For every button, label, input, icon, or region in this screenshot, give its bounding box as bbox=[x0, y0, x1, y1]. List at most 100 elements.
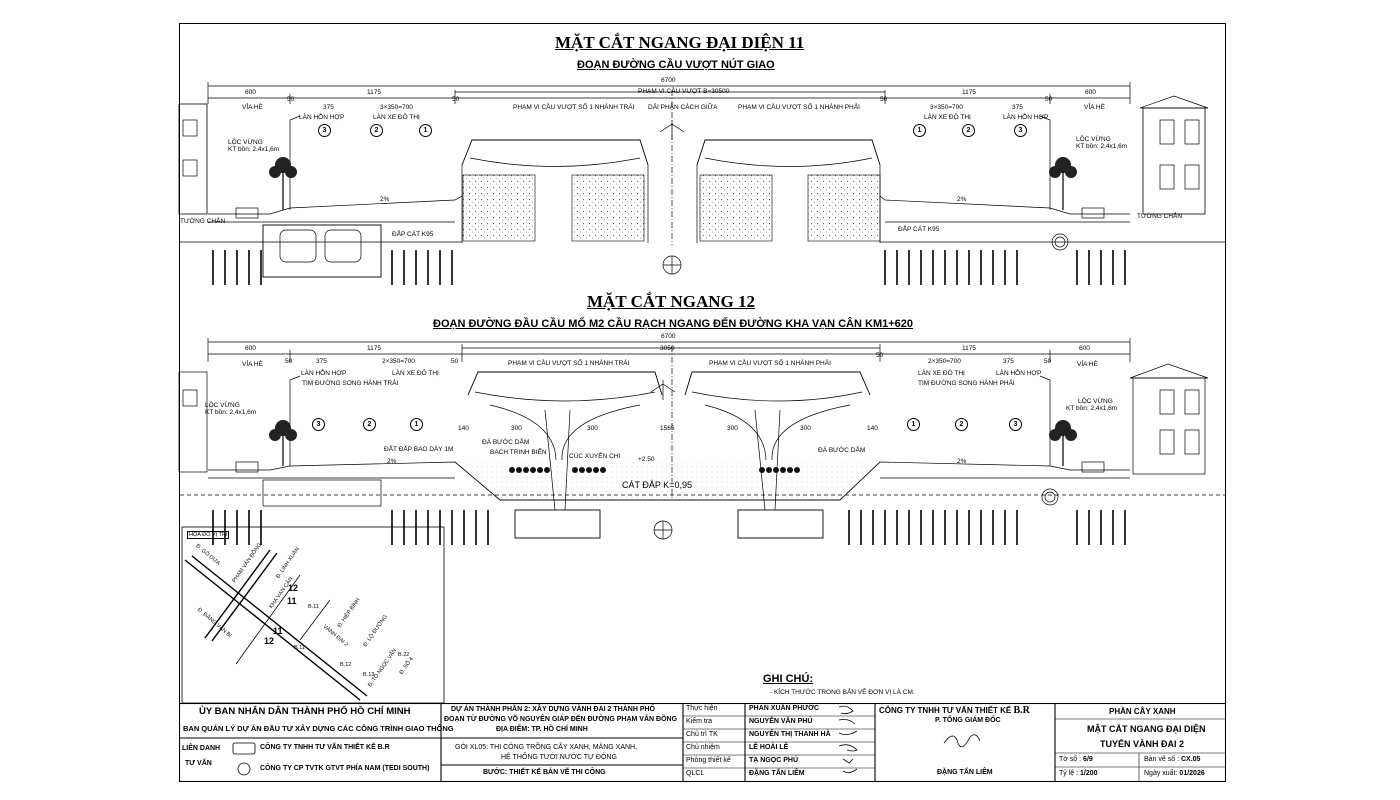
lane-label: LÀN HỖN HỢP bbox=[996, 370, 1042, 377]
slope-label: 2% bbox=[380, 196, 390, 203]
plant-label: CÚC XUYẾN CHI bbox=[569, 453, 621, 460]
level-label: +2.50 bbox=[638, 456, 655, 463]
drawing-part: PHẦN CÂY XANH bbox=[1109, 707, 1176, 716]
dim-label: 1175 bbox=[962, 89, 976, 96]
consultant-company: CÔNG TY CP TVTK GTVT PHÍA NAM (TEDI SOUT… bbox=[260, 765, 430, 772]
station-label: B.11 bbox=[308, 604, 319, 610]
bridge-label: PHẠM VI CẦU VƯỢT SỐ 1 NHÁNH TRÁI bbox=[513, 104, 635, 111]
retaining-wall-label: TƯỜNG CHẮN bbox=[180, 218, 226, 225]
director-name: ĐẶNG TẤN LIÊM bbox=[937, 769, 993, 776]
person-name: TẠ NGỌC PHÚ bbox=[749, 757, 798, 764]
section-marker: 11 bbox=[273, 626, 283, 636]
title-block: ỦY BAN NHÂN DÂN THÀNH PHỐ HỒ CHÍ MINH BA… bbox=[179, 703, 1226, 782]
client-department: BAN QUẢN LÝ DỰ ÁN ĐẦU TƯ XÂY DỰNG CÁC CÔ… bbox=[183, 724, 454, 733]
consultant-label: TƯ VẤN bbox=[185, 760, 212, 767]
bridge-label: PHẠM VI CẦU VƯỢT SỐ 1 NHÁNH PHẢI bbox=[709, 360, 831, 367]
lane-number: 2 bbox=[962, 124, 975, 137]
stepping-stone-label: ĐÁ BƯỚC DẪM bbox=[482, 439, 530, 446]
total-width-dim: 6700 bbox=[661, 333, 676, 340]
retaining-wall-label: TƯỜNG CHẮN bbox=[1137, 213, 1183, 220]
centerline-label: TIM ĐƯỜNG SONG HÀNH PHẢI bbox=[918, 380, 1015, 387]
lane-label: LÀN HỖN HỢP bbox=[1003, 114, 1049, 121]
role-label: Phòng thiết kế bbox=[686, 757, 731, 764]
dim-label: 1175 bbox=[962, 345, 976, 352]
dim-label: 50 bbox=[287, 96, 295, 103]
total-width-dim: 6700 bbox=[661, 77, 676, 84]
notes-title: GHI CHÚ: bbox=[763, 673, 814, 685]
bridge-width-dim: PHẠM VI CẦU VƯỢT B=30500 bbox=[638, 88, 730, 95]
package-line2: HỆ THỐNG TƯỚI NƯỚC TỰ ĐỘNG bbox=[501, 754, 617, 761]
tree-icon bbox=[269, 157, 1077, 178]
lane-number: 1 bbox=[913, 124, 926, 137]
person-name: PHAN XUÂN PHƯỚC bbox=[749, 705, 820, 712]
section-marker: 12 bbox=[264, 636, 275, 646]
director-title: P. TỔNG GIÁM ĐỐC bbox=[935, 717, 1001, 724]
median-label: DẢI PHÂN CÁCH GIỮA bbox=[648, 104, 718, 111]
role-label: QLCL bbox=[686, 770, 705, 777]
location-map-geometry bbox=[181, 526, 445, 704]
dim-label: 600 bbox=[1079, 345, 1090, 352]
via-he-label: VỈA HÈ bbox=[242, 104, 263, 111]
dim-label: 600 bbox=[1085, 89, 1096, 96]
lane-number: 2 bbox=[955, 418, 968, 431]
via-he-label: VỈA HÈ bbox=[1084, 104, 1105, 111]
drawing-title: MẶT CẮT NGANG ĐẠI DIỆN bbox=[1087, 724, 1206, 734]
dim-label: 3×350=700 bbox=[380, 104, 413, 111]
dim-label: 375 bbox=[1003, 358, 1014, 365]
dim-label: 300 bbox=[727, 425, 738, 432]
station-label: B.11 bbox=[294, 645, 305, 651]
section-marker: 11 bbox=[287, 596, 297, 606]
section-12-subtitle: ĐOẠN ĐƯỜNG ĐẦU CẦU MỐ M2 CẦU RẠCH NGANG … bbox=[433, 318, 913, 330]
station-label: B.12 bbox=[340, 662, 352, 668]
person-name: NGUYỄN THỊ THANH HÀ bbox=[749, 731, 831, 738]
lane-number: 1 bbox=[907, 418, 920, 431]
design-stage: BƯỚC: THIẾT KẾ BẢN VẼ THI CÔNG bbox=[483, 769, 606, 776]
issue-date: Ngày xuất: 01/2026 bbox=[1144, 770, 1205, 777]
dim-label: 1175 bbox=[367, 345, 381, 352]
lane-label: LÀN XE ĐÔ THỊ bbox=[918, 370, 965, 377]
scale: Tỷ lệ : 1/200 bbox=[1059, 770, 1098, 777]
signature-marks bbox=[838, 705, 981, 773]
dim-label: 50 bbox=[1044, 358, 1052, 365]
section-11-geometry bbox=[178, 82, 1225, 285]
lane-number: 2 bbox=[370, 124, 383, 137]
center-dim: 3050 bbox=[660, 345, 675, 352]
lane-number: 1 bbox=[419, 124, 432, 137]
section-marker: 12 bbox=[288, 583, 299, 593]
dim-label: 300 bbox=[511, 425, 522, 432]
dim-label: 375 bbox=[1012, 104, 1023, 111]
tree-label: LỘC VỪNG bbox=[205, 402, 240, 409]
dim-label: 3×350=700 bbox=[930, 104, 963, 111]
dim-label: 50 bbox=[880, 96, 888, 103]
lane-label: LÀN HỖN HỢP bbox=[301, 370, 347, 377]
lane-number: 3 bbox=[318, 124, 331, 137]
via-he-label: VỈA HÈ bbox=[1077, 361, 1098, 368]
lane-label: LÀN XE ĐÔ THỊ bbox=[924, 114, 971, 121]
sheet-number: Tờ số : 6/9 bbox=[1059, 756, 1093, 763]
joint-venture-label: LIÊN DANH bbox=[182, 745, 221, 752]
dim-label: 375 bbox=[316, 358, 327, 365]
dim-label: 50 bbox=[452, 96, 460, 103]
dim-label: 50 bbox=[876, 352, 884, 359]
lane-number: 3 bbox=[312, 418, 325, 431]
dim-label: 1175 bbox=[367, 89, 381, 96]
package-line1: GÓI XL05: THI CÔNG TRỒNG CÂY XANH, MẢNG … bbox=[455, 744, 638, 751]
dim-label: 300 bbox=[800, 425, 811, 432]
centerline-label: TIM ĐƯỜNG SONG HÀNH TRÁI bbox=[302, 380, 399, 387]
project-name-line2: ĐOẠN TỪ ĐƯỜNG VÕ NGUYÊN GIÁP ĐẾN ĐƯỜNG P… bbox=[444, 716, 678, 723]
tree-size-label: KT bồn: 2,4x1,6m bbox=[1066, 405, 1118, 412]
via-he-label: VỈA HÈ bbox=[242, 361, 263, 368]
tree-size-label: KT bồn: 2,4x1,6m bbox=[1076, 143, 1128, 150]
dim-label: 140 bbox=[458, 425, 469, 432]
project-location: ĐỊA ĐIỂM: TP. HỒ CHÍ MINH bbox=[496, 726, 588, 733]
tree-label: LỘC VỪNG bbox=[1076, 136, 1111, 143]
company-logo bbox=[232, 742, 256, 776]
company-brand: B.R bbox=[1013, 705, 1030, 716]
tree-icon bbox=[269, 420, 1077, 441]
person-name: LÊ HOÀI LÊ bbox=[749, 744, 789, 751]
client-name: ỦY BAN NHÂN DÂN THÀNH PHỐ HỒ CHÍ MINH bbox=[199, 706, 411, 717]
role-label: Chủ nhiệm bbox=[686, 744, 720, 751]
dim-label: 140 bbox=[867, 425, 878, 432]
dim-label: 375 bbox=[323, 104, 334, 111]
